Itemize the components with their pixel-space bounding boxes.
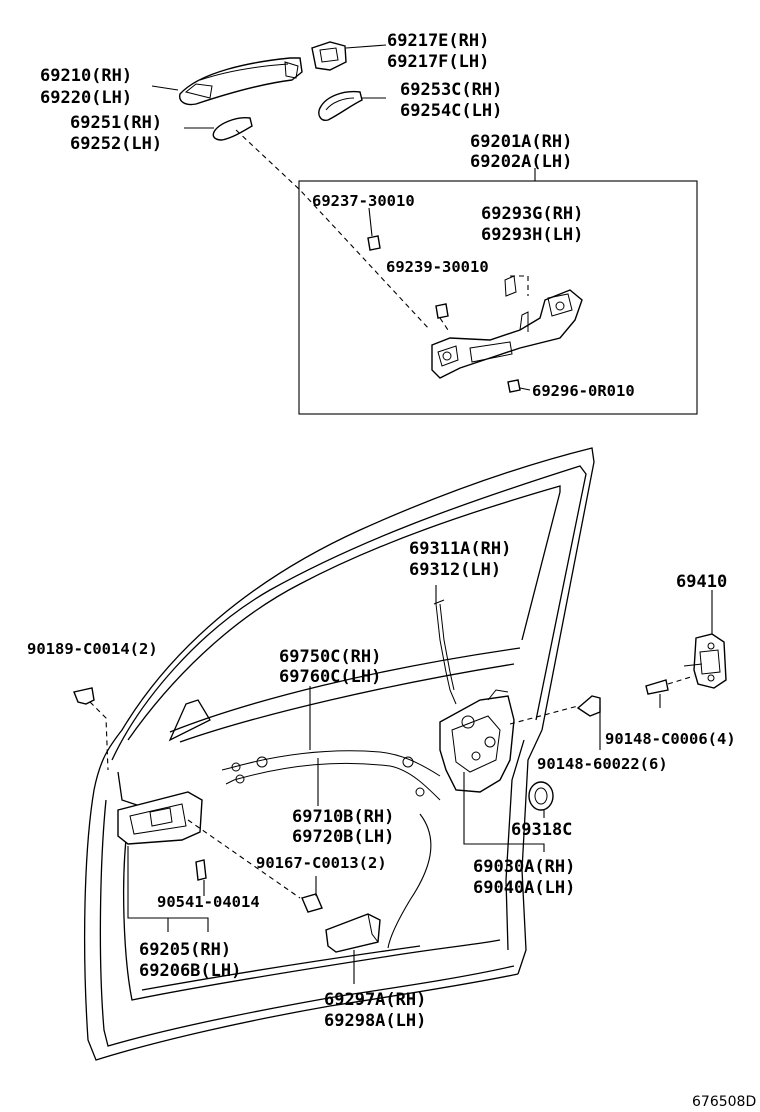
outside-handle-69210 <box>179 57 303 106</box>
striker-69410 <box>645 590 727 708</box>
screw-69296 <box>507 379 531 393</box>
label-69210-lh: 69220(LH) <box>40 88 132 108</box>
cover-69318 <box>528 781 554 811</box>
screw-69239 <box>435 303 449 319</box>
label-69311-rh: 69311A(RH) <box>409 539 511 559</box>
label-69710-rh: 69710B(RH) <box>292 807 394 827</box>
label-69311-lh: 69312(LH) <box>409 560 501 580</box>
door-outline <box>83 447 595 1061</box>
rod-69311 <box>433 599 457 705</box>
label-69217-rh: 69217E(RH) <box>387 31 489 51</box>
leader-lines <box>127 585 545 932</box>
label-69297-rh: 69297A(RH) <box>324 990 426 1010</box>
label-69750-rh: 69750C(RH) <box>279 647 381 667</box>
label-69251-lh: 69252(LH) <box>70 134 162 154</box>
label-69253-rh: 69253C(RH) <box>400 80 502 100</box>
screw-69237 <box>367 207 381 251</box>
label-90541: 90541-04014 <box>157 893 260 911</box>
label-90148-c0006: 90148-C0006(4) <box>605 730 736 748</box>
label-69205-lh: 69206B(LH) <box>139 961 241 981</box>
label-69410: 69410 <box>676 572 727 592</box>
label-69318: 69318C <box>511 820 572 840</box>
clip-90189 <box>73 687 109 771</box>
diagram-code: 676508D <box>692 1094 756 1110</box>
label-69251-rh: 69251(RH) <box>70 113 162 133</box>
label-69750-lh: 69760C(LH) <box>279 667 381 687</box>
label-90148-60022: 90148-60022(6) <box>537 755 668 773</box>
label-69030-lh: 69040A(LH) <box>473 878 575 898</box>
label-69201-lh: 69202A(LH) <box>470 152 572 172</box>
handle-frame-69201 <box>431 275 583 379</box>
label-90189: 90189-C0014(2) <box>27 640 158 658</box>
label-69030-rh: 69030A(RH) <box>473 857 575 877</box>
label-90167: 90167-C0013(2) <box>256 854 387 872</box>
label-69296: 69296-0R010 <box>532 382 635 400</box>
label-69217-lh: 69217F(LH) <box>387 52 489 72</box>
pad-69253 <box>318 90 363 122</box>
lock-assembly-69030 <box>439 689 579 793</box>
pad-69251 <box>212 117 253 141</box>
handle-cap-69217 <box>311 41 347 71</box>
label-69210-rh: 69210(RH) <box>40 66 132 86</box>
label-69237: 69237-30010 <box>312 192 415 210</box>
cables-69750-69710 <box>221 750 441 949</box>
label-69239: 69239-30010 <box>386 258 489 276</box>
label-69253-lh: 69254C(LH) <box>400 101 502 121</box>
label-69297-lh: 69298A(LH) <box>324 1011 426 1031</box>
screw-90541 <box>195 859 207 896</box>
pad-69297 <box>325 913 381 984</box>
bolt-90148-60022 <box>576 695 601 750</box>
label-69293-rh: 69293G(RH) <box>481 204 583 224</box>
label-69201-rh: 69201A(RH) <box>470 132 572 152</box>
inside-handle-69205 <box>117 791 203 845</box>
frame-box <box>298 180 698 415</box>
label-69293-lh: 69293H(LH) <box>481 225 583 245</box>
label-69710-lh: 69720B(LH) <box>292 827 394 847</box>
screw-90167 <box>187 819 323 913</box>
label-69205-rh: 69205(RH) <box>139 940 231 960</box>
